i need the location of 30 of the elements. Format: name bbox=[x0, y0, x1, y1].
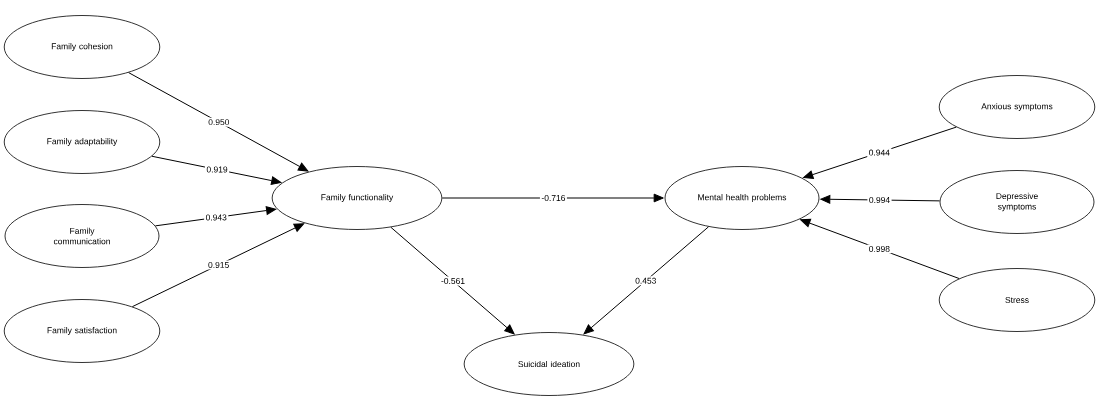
ellipse-node: Mental health problems bbox=[664, 166, 820, 230]
ellipse-node: Family cohesion bbox=[3, 15, 161, 79]
arrow bbox=[583, 226, 710, 335]
ellipse-node: Stress bbox=[938, 268, 1096, 332]
ellipse-node: Family functionality bbox=[271, 166, 443, 230]
ellipse-node: Family communication bbox=[4, 204, 160, 268]
arrow bbox=[151, 155, 282, 185]
edge-label: 0.950 bbox=[206, 117, 231, 127]
arrow bbox=[820, 194, 941, 204]
arrow bbox=[131, 223, 305, 308]
arrow bbox=[441, 193, 664, 203]
arrow bbox=[800, 218, 960, 280]
arrow bbox=[154, 206, 277, 227]
edge-label: 0.943 bbox=[204, 212, 229, 222]
ellipse-node: Family satisfaction bbox=[3, 299, 161, 363]
edge-label: 0.994 bbox=[867, 195, 892, 205]
edge-label: 0.915 bbox=[206, 260, 231, 270]
edge-label: -0.716 bbox=[539, 193, 567, 203]
arrow bbox=[128, 72, 309, 172]
arrow bbox=[390, 226, 515, 335]
arrow bbox=[803, 126, 957, 179]
edge-label: 0.944 bbox=[867, 148, 892, 158]
edge-label: -0.561 bbox=[439, 276, 467, 286]
edge-label: 0.453 bbox=[633, 276, 658, 286]
ellipse-node: Suicidal ideation bbox=[463, 332, 635, 396]
edge-label: 0.998 bbox=[867, 244, 892, 254]
edge-label: 0.919 bbox=[204, 165, 230, 174]
ellipse-node: Family adaptability bbox=[3, 110, 161, 174]
ellipse-node: Depressive symptoms bbox=[939, 170, 1095, 234]
ellipse-node: Anxious symptoms bbox=[938, 75, 1096, 139]
